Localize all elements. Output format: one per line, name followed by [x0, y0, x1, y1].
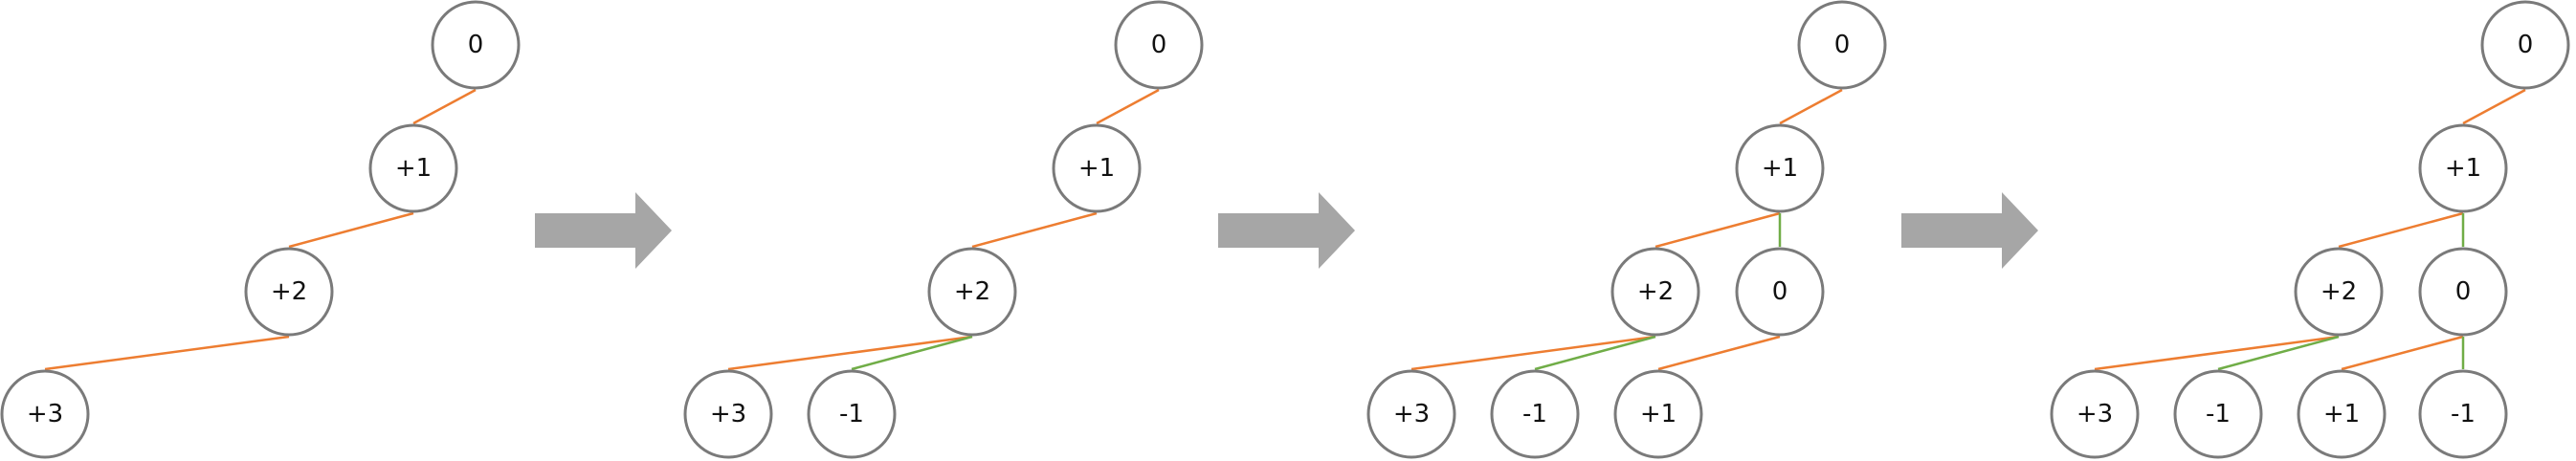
tree-node: 0: [2480, 0, 2570, 90]
node-label: +1: [395, 154, 432, 183]
node-label: +1: [2445, 154, 2481, 183]
tree-node: +3: [2050, 369, 2140, 459]
node-circle: [2173, 369, 2263, 459]
right-arrow-icon: [1218, 192, 1355, 269]
tree-node: +3: [683, 369, 773, 459]
node-label: +3: [710, 400, 746, 428]
tree-node: 0: [1797, 0, 1887, 90]
tree-node: 0: [431, 0, 521, 90]
right-arrow-icon: [535, 192, 672, 269]
edge-a0-a1: [412, 88, 477, 125]
node-label: -1: [2206, 400, 2231, 428]
tree-node: -1: [1490, 369, 1580, 459]
node-circle: [1052, 123, 1142, 213]
node-label: 0: [1834, 31, 1851, 59]
node-circle: [1735, 123, 1825, 213]
tree-node: +1: [1735, 123, 1825, 213]
tree-node: -1: [807, 369, 897, 459]
node-label: +3: [2076, 400, 2113, 428]
tree-node: 0: [2418, 247, 2508, 337]
edges-layer: [44, 88, 2526, 371]
node-circle: [2297, 369, 2387, 459]
node-label: +2: [1637, 277, 1674, 306]
node-circle: [807, 369, 897, 459]
node-label: -1: [1522, 400, 1547, 428]
edge-b0-b1: [1096, 88, 1160, 125]
edge-b2-b4: [851, 335, 973, 371]
node-circle: [2418, 369, 2508, 459]
tree-node: +2: [244, 247, 334, 337]
tree-node: +1: [2297, 369, 2387, 459]
tree-node: +1: [368, 123, 458, 213]
edge-a1-a2: [288, 211, 414, 249]
edge-d2-d3: [2094, 335, 2340, 371]
node-label: -1: [839, 400, 864, 428]
node-circle: [431, 0, 521, 90]
node-label: 0: [1772, 277, 1788, 306]
node-circle: [1610, 247, 1700, 337]
tree-node: -1: [2173, 369, 2263, 459]
node-circle: [927, 247, 1017, 337]
edge-d0-d1: [2462, 88, 2526, 125]
node-circle: [2050, 369, 2140, 459]
node-circle: [1613, 369, 1703, 459]
node-label: +1: [1762, 154, 1798, 183]
tree-node: +3: [0, 369, 90, 459]
node-label: +1: [1078, 154, 1115, 183]
tree-node: +1: [2418, 123, 2508, 213]
arrows-layer: [535, 192, 2038, 269]
node-circle: [683, 369, 773, 459]
node-label: +1: [2323, 400, 2360, 428]
node-circle: [368, 123, 458, 213]
edge-c5-c6: [1657, 335, 1781, 371]
tree-node: +2: [1610, 247, 1700, 337]
node-label: 0: [2455, 277, 2472, 306]
tree-node: 0: [1114, 0, 1204, 90]
node-circle: [1114, 0, 1204, 90]
node-circle: [2418, 247, 2508, 337]
edge-d2-d4: [2217, 335, 2340, 371]
node-label: +3: [1393, 400, 1430, 428]
edge-c0-c1: [1779, 88, 1843, 125]
node-circle: [244, 247, 334, 337]
node-circle: [1797, 0, 1887, 90]
node-circle: [1735, 247, 1825, 337]
tree-node: +2: [927, 247, 1017, 337]
edge-b2-b3: [727, 335, 973, 371]
tree-node: +1: [1613, 369, 1703, 459]
node-circle: [2418, 123, 2508, 213]
tree-node: +1: [1052, 123, 1142, 213]
tree-node: +2: [2294, 247, 2384, 337]
edge-d5-d6: [2341, 335, 2464, 371]
node-circle: [2480, 0, 2570, 90]
tree-node: 0: [1735, 247, 1825, 337]
node-label: +2: [271, 277, 307, 306]
tree-node: -1: [2418, 369, 2508, 459]
edge-c1-c2: [1654, 211, 1781, 249]
edge-c2-c4: [1534, 335, 1656, 371]
node-label: +3: [27, 400, 63, 428]
edge-b1-b2: [971, 211, 1098, 249]
node-circle: [1366, 369, 1456, 459]
node-label: 0: [2518, 31, 2534, 59]
node-label: 0: [1151, 31, 1167, 59]
tree-node: +3: [1366, 369, 1456, 459]
edge-a2-a3: [44, 335, 290, 371]
edge-c2-c3: [1410, 335, 1656, 371]
right-arrow-icon: [1901, 192, 2038, 269]
node-label: +2: [954, 277, 990, 306]
node-circle: [1490, 369, 1580, 459]
edge-d1-d2: [2338, 211, 2464, 249]
node-circle: [0, 369, 90, 459]
node-label: -1: [2451, 400, 2476, 428]
node-label: +1: [1640, 400, 1677, 428]
node-label: 0: [468, 31, 484, 59]
node-label: +2: [2321, 277, 2357, 306]
node-circle: [2294, 247, 2384, 337]
